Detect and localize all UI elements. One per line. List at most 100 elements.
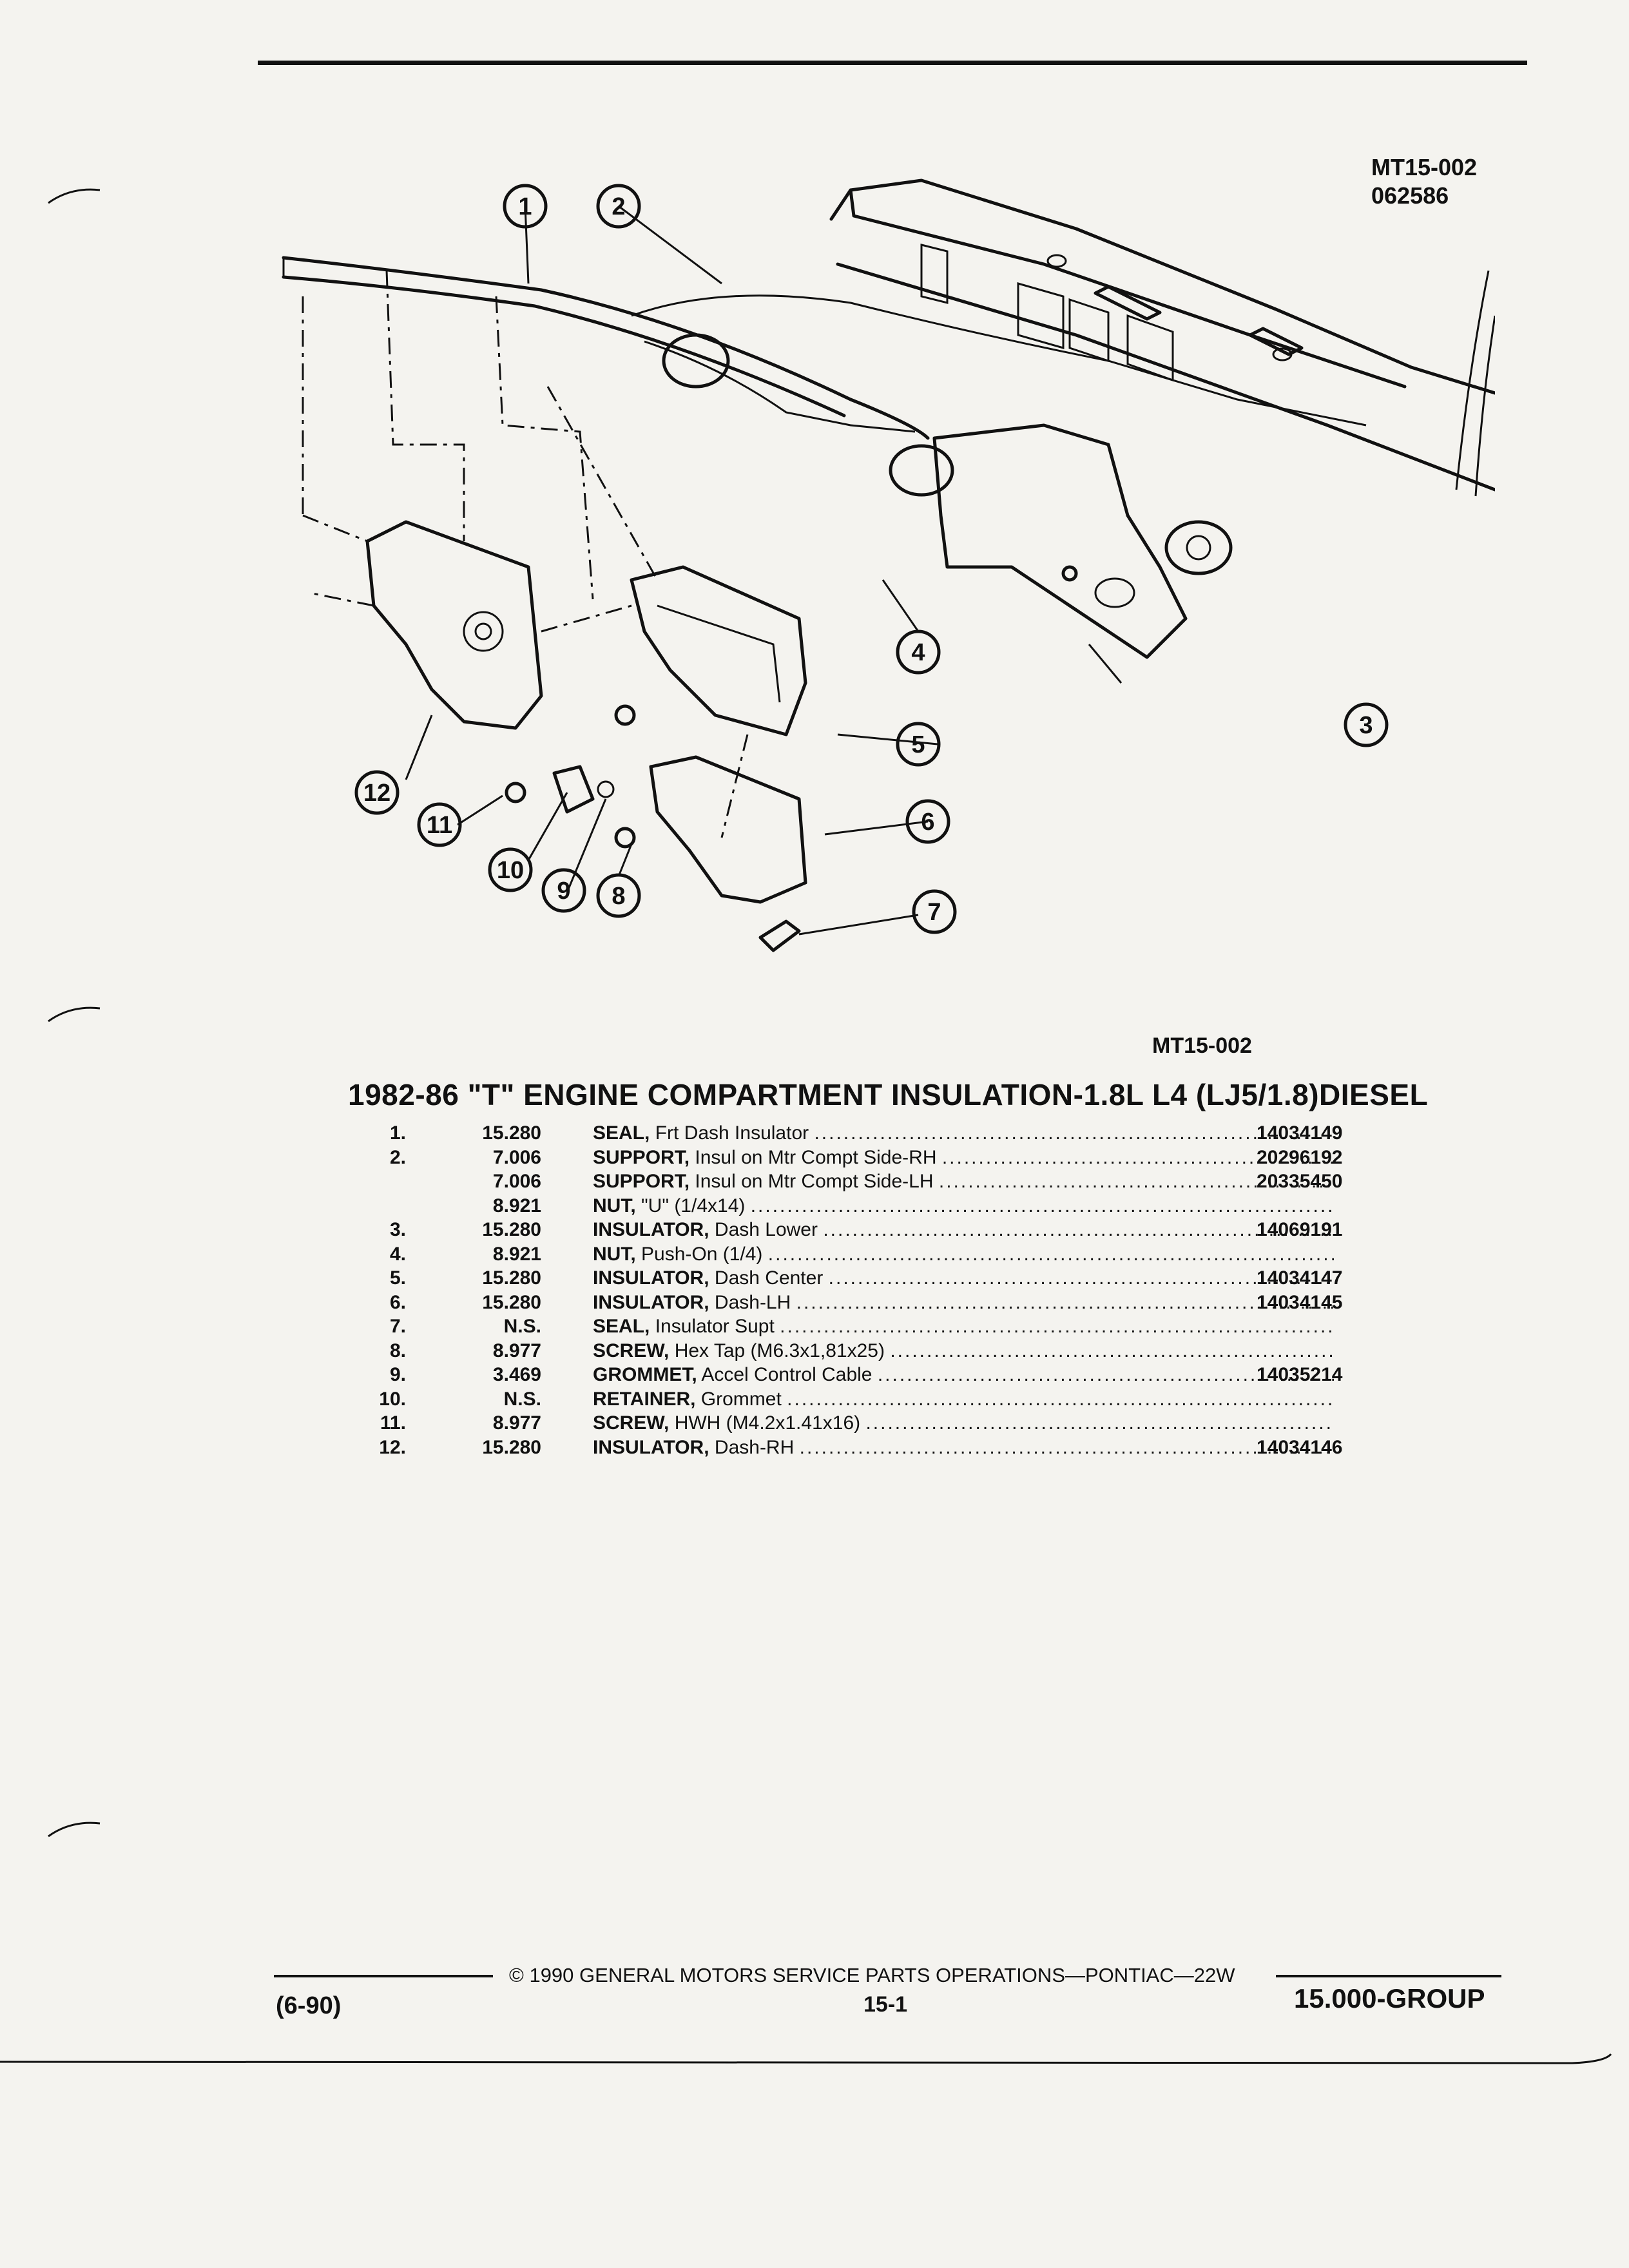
part-description: SUPPORT, Insul on Mtr Compt Side-RH ....… bbox=[593, 1146, 1334, 1170]
page-title: 1982-86 "T" ENGINE COMPARTMENT INSULATIO… bbox=[348, 1078, 1429, 1111]
dash-rh-insulator-part bbox=[365, 520, 543, 730]
figure-caption: MT15-002 bbox=[1152, 1033, 1252, 1058]
footer-date: (6-90) bbox=[276, 1992, 342, 2019]
callout-11-label: 11 bbox=[427, 812, 452, 839]
group-number: 8.977 bbox=[492, 1340, 541, 1361]
footer-rule-right bbox=[1276, 1975, 1501, 1977]
part-name: SCREW, bbox=[593, 1340, 670, 1361]
part-name: SCREW, bbox=[593, 1412, 670, 1434]
part-name: SUPPORT, bbox=[593, 1146, 690, 1168]
part-description: NUT, "U" (1/4x14) ......................… bbox=[593, 1194, 1334, 1218]
leader-lines bbox=[405, 205, 1123, 936]
group-number: 7.006 bbox=[492, 1171, 541, 1192]
part-number: 14034149 bbox=[1257, 1122, 1343, 1144]
part-detail: Dash Center bbox=[714, 1267, 824, 1289]
item-number: 9. bbox=[389, 1364, 406, 1385]
group-number: 8.921 bbox=[492, 1243, 541, 1265]
part-detail: Dash-RH bbox=[714, 1436, 795, 1458]
part-name: INSULATOR, bbox=[593, 1267, 709, 1289]
group-number: 3.469 bbox=[492, 1364, 541, 1385]
margin-mark bbox=[48, 1006, 101, 1023]
part-name: SUPPORT, bbox=[593, 1171, 690, 1192]
dot-leader: ........................................… bbox=[787, 1388, 1334, 1410]
part-detail: Push-On (1/4) bbox=[641, 1243, 763, 1265]
item-number: 4. bbox=[389, 1243, 406, 1265]
part-name: NUT, bbox=[593, 1195, 636, 1216]
part-name: NUT, bbox=[593, 1243, 636, 1265]
dash-panel bbox=[631, 294, 1367, 575]
callout-5-label: 5 bbox=[911, 731, 925, 758]
front-seal-part bbox=[282, 256, 930, 440]
part-name: INSULATOR, bbox=[593, 1436, 709, 1458]
cowl-panel bbox=[829, 178, 1495, 497]
callout-12: 12 bbox=[354, 770, 400, 815]
dash-lower-insulator-part bbox=[932, 423, 1188, 659]
callout-1-label: 1 bbox=[518, 193, 532, 220]
callout-9-label: 9 bbox=[557, 878, 570, 905]
callout-8: 8 bbox=[596, 873, 641, 918]
callout-3-label: 3 bbox=[1359, 712, 1373, 739]
group-number: 7.006 bbox=[492, 1146, 541, 1168]
exploded-diagram: 1 2 3 4 5 6 7 8 9 10 11 12 bbox=[282, 178, 1495, 952]
part-description: SCREW, Hex Tap (M6.3x1,81x25) ..........… bbox=[593, 1339, 1334, 1363]
callout-4-label: 4 bbox=[911, 639, 925, 666]
callout-6-label: 6 bbox=[921, 809, 934, 836]
part-name: INSULATOR, bbox=[593, 1219, 709, 1240]
part-description: SEAL, Insulator Supt ...................… bbox=[593, 1314, 1334, 1339]
dot-leader: ........................................… bbox=[780, 1316, 1334, 1337]
group-number: 15.280 bbox=[482, 1122, 541, 1144]
group-number: 8.921 bbox=[492, 1195, 541, 1216]
parts-row: 7. N.S. SEAL, Insulator Supt .............… bbox=[348, 1314, 1392, 1339]
dot-leader: ........................................… bbox=[941, 1146, 1334, 1168]
part-description: INSULATOR, Dash Center .................… bbox=[593, 1266, 1334, 1291]
part-detail: Frt Dash Insulator bbox=[655, 1122, 809, 1144]
part-name: RETAINER, bbox=[593, 1388, 696, 1410]
part-description: RETAINER, Grommet ......................… bbox=[593, 1387, 1334, 1412]
item-number: 10. bbox=[379, 1388, 406, 1410]
part-number: 14034145 bbox=[1257, 1291, 1343, 1313]
callout-5: 5 bbox=[896, 722, 941, 767]
dash-lh-insulator-part bbox=[649, 755, 807, 904]
part-description: SUPPORT, Insul on Mtr Compt Side-LH ....… bbox=[593, 1169, 1334, 1194]
callout-8-label: 8 bbox=[612, 883, 625, 910]
part-description: SEAL, Frt Dash Insulator ...............… bbox=[593, 1121, 1334, 1146]
parts-row: 8.921 NUT, "U" (1/4x14) .................… bbox=[348, 1194, 1392, 1218]
dot-leader: ........................................… bbox=[750, 1195, 1334, 1216]
parts-row: 9. 3.469 GROMMET, Accel Control Cable ....… bbox=[348, 1363, 1392, 1387]
figure-id: MT15-002 bbox=[1371, 154, 1478, 180]
item-number: 6. bbox=[389, 1291, 406, 1313]
part-name: GROMMET, bbox=[593, 1364, 697, 1385]
figure-date-code: 062586 bbox=[1371, 182, 1449, 209]
group-number: N.S. bbox=[503, 1388, 541, 1410]
item-number: 11. bbox=[380, 1412, 406, 1434]
part-detail: Insul on Mtr Compt Side-LH bbox=[695, 1171, 934, 1192]
item-number: 5. bbox=[389, 1267, 406, 1289]
part-detail: Accel Control Cable bbox=[701, 1364, 872, 1385]
callout-11: 11 bbox=[417, 802, 462, 847]
group-number: N.S. bbox=[503, 1316, 541, 1337]
part-detail: Hex Tap (M6.3x1,81x25) bbox=[674, 1340, 885, 1361]
group-number: 8.977 bbox=[492, 1412, 541, 1434]
group-number: 15.280 bbox=[482, 1267, 541, 1289]
part-detail: Insul on Mtr Compt Side-RH bbox=[695, 1146, 937, 1168]
part-number: 20296192 bbox=[1257, 1146, 1343, 1168]
dot-leader: ........................................… bbox=[799, 1436, 1334, 1458]
part-description: SCREW, HWH (M4.2x1.41x16) ..............… bbox=[593, 1411, 1334, 1436]
group-number: 15.280 bbox=[482, 1291, 541, 1313]
part-description: NUT, Push-On (1/4) .....................… bbox=[593, 1242, 1334, 1267]
parts-row: 10. N.S. RETAINER, Grommet ...............… bbox=[348, 1387, 1392, 1412]
alignment-lines bbox=[302, 270, 749, 838]
dot-leader: ........................................… bbox=[877, 1364, 1334, 1385]
bottom-edge-line bbox=[0, 2053, 1612, 2064]
callout-9: 9 bbox=[541, 868, 586, 913]
callout-10-label: 10 bbox=[497, 857, 524, 884]
footer-copyright: © 1990 GENERAL MOTORS SERVICE PARTS OPER… bbox=[509, 1964, 1235, 1986]
dot-leader: ........................................… bbox=[865, 1412, 1334, 1434]
part-detail: Insulator Supt bbox=[655, 1316, 775, 1337]
item-number: 7. bbox=[389, 1316, 406, 1337]
